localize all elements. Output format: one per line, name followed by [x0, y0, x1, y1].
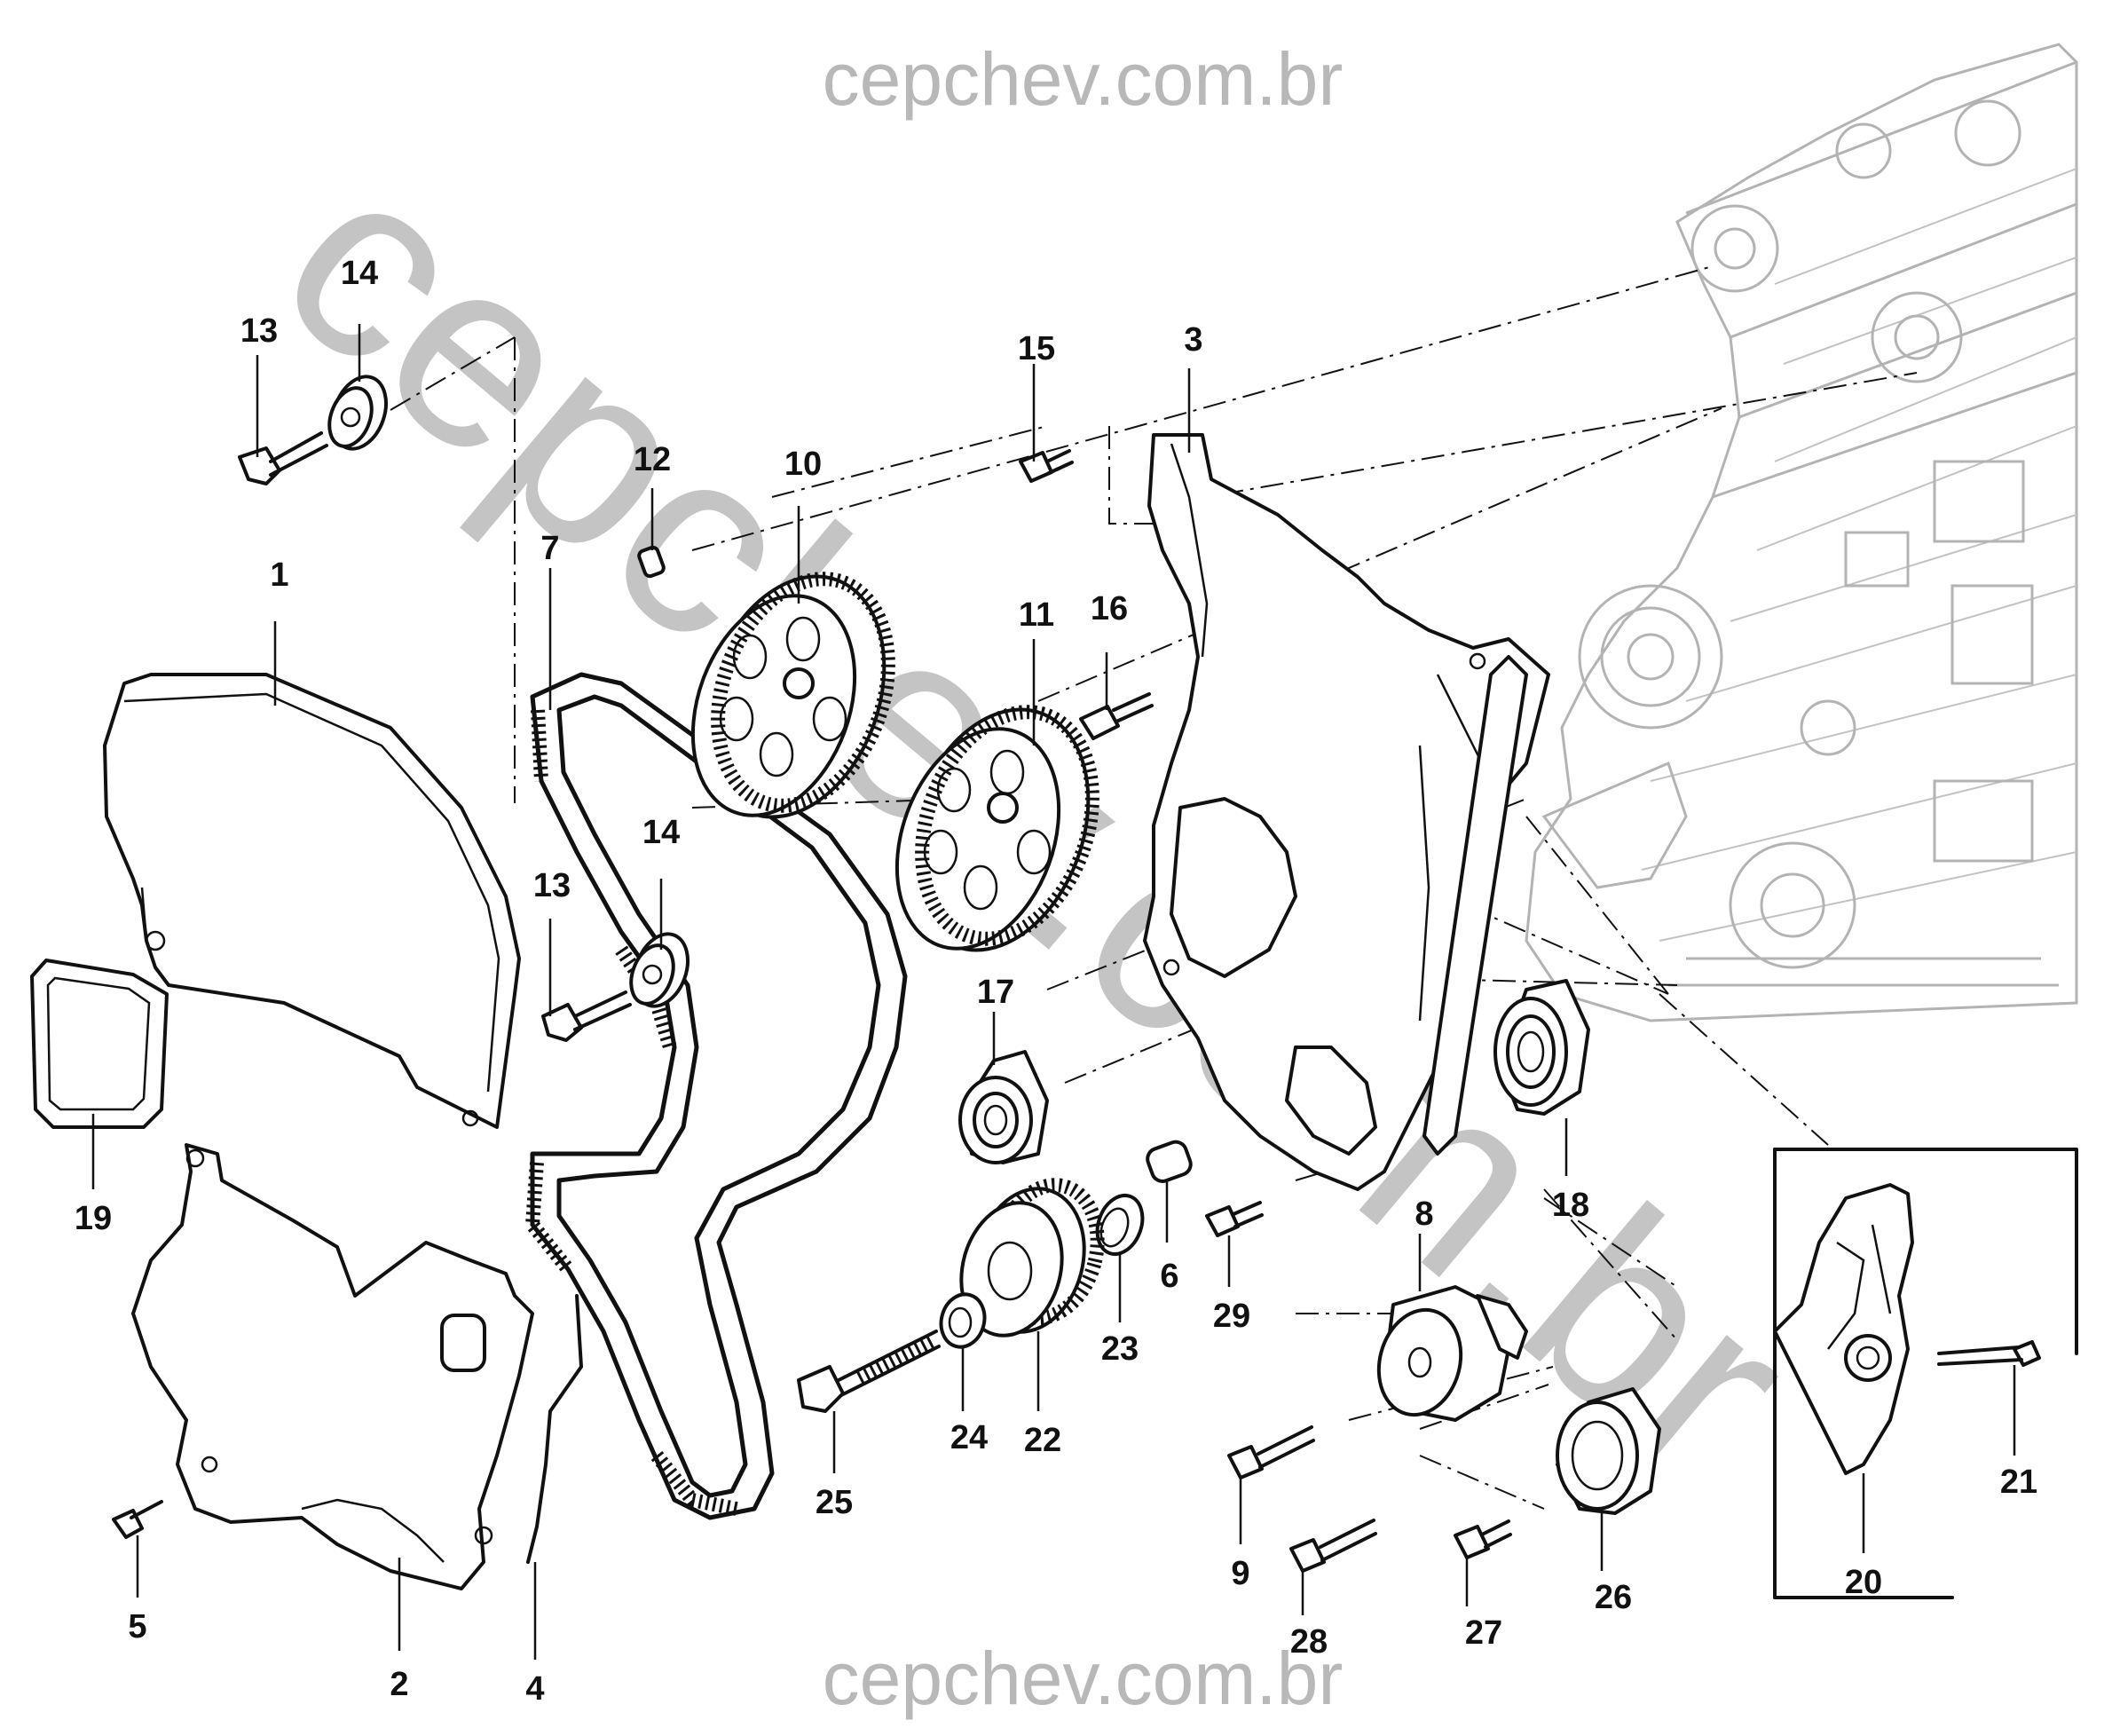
watermark-top: cepchev.com.br: [823, 37, 1344, 121]
callout-7: 7: [540, 530, 559, 567]
dowel-pin-12: [637, 545, 666, 579]
callout-24: 24: [950, 1419, 988, 1456]
leader-lines: [91, 324, 2016, 1660]
callout-2: 2: [390, 1666, 408, 1703]
callout-15: 15: [1018, 330, 1055, 367]
washer-24: [939, 1292, 987, 1349]
watermark-bottom: cepchev.com.br: [823, 1637, 1344, 1720]
callout-9: 9: [1231, 1555, 1249, 1592]
bolt-27: [1454, 1519, 1512, 1559]
callout-23: 23: [1101, 1330, 1139, 1368]
ring-23: [1095, 1194, 1145, 1256]
tensioner-8: [1376, 1285, 1528, 1422]
bolt-13-upper: [238, 431, 328, 485]
inset-frame: [1773, 1148, 2078, 1599]
callout-labels: 1 2 3 4 5 6 7 8 9 10 11 12 13 13 14 14 1…: [75, 255, 2037, 1708]
idler-pulley-18: [1493, 979, 1590, 1116]
bolt-13-middle: [541, 990, 632, 1042]
idler-washer-14-upper: [327, 375, 388, 451]
stud-16: [1079, 692, 1154, 740]
callout-19: 19: [75, 1200, 112, 1237]
callout-17: 17: [977, 974, 1014, 1011]
callout-8: 8: [1415, 1195, 1433, 1233]
callout-12: 12: [634, 441, 671, 478]
bolt-5: [112, 1500, 163, 1539]
engine-block-background: [1525, 43, 2078, 1022]
callout-5: 5: [128, 1608, 146, 1645]
callout-26: 26: [1595, 1579, 1632, 1616]
lower-timing-cover: [131, 1143, 534, 1590]
bolt-28: [1289, 1519, 1377, 1573]
callout-25: 25: [816, 1484, 853, 1521]
callout-21: 21: [2000, 1464, 2037, 1501]
bolt-29: [1205, 1201, 1264, 1237]
callout-16: 16: [1091, 590, 1128, 627]
camshaft-sprocket-11: [894, 705, 1099, 952]
idler-washer-14-middle: [629, 932, 690, 1008]
callout-3: 3: [1184, 321, 1202, 359]
bushing-6: [1146, 1140, 1193, 1183]
callout-13-upper: 13: [240, 312, 278, 350]
bolt-15: [1019, 449, 1074, 483]
upper-timing-cover: [103, 673, 521, 1129]
gasket: [30, 959, 169, 1129]
callout-10: 10: [784, 446, 822, 483]
callout-11: 11: [1019, 596, 1054, 634]
pulley-26: [1556, 1387, 1661, 1515]
callout-14-middle: 14: [642, 814, 680, 851]
callout-14-upper: 14: [341, 255, 378, 292]
crankshaft-sprocket-22: [959, 1178, 1105, 1338]
callout-29: 29: [1213, 1298, 1250, 1335]
callout-18: 18: [1552, 1187, 1589, 1224]
callout-27: 27: [1465, 1614, 1502, 1652]
callout-13-middle: 13: [533, 867, 571, 904]
cover-seal-strip: [526, 1294, 583, 1564]
callout-22: 22: [1024, 1422, 1061, 1459]
callout-1: 1: [270, 556, 288, 594]
rear-timing-cover-3: [1143, 433, 1550, 1191]
callout-4: 4: [525, 1670, 544, 1708]
callout-20: 20: [1845, 1564, 1882, 1601]
callout-6: 6: [1160, 1258, 1178, 1295]
bolt-9: [1227, 1425, 1315, 1480]
bolt-21: [1937, 1340, 2041, 1367]
camshaft-sprocket-10: [690, 572, 895, 819]
bracket-20: [1773, 1183, 1914, 1475]
crank-bolt-25: [797, 1330, 941, 1413]
idler-pulley-17: [958, 1050, 1049, 1164]
callout-28: 28: [1290, 1623, 1328, 1661]
